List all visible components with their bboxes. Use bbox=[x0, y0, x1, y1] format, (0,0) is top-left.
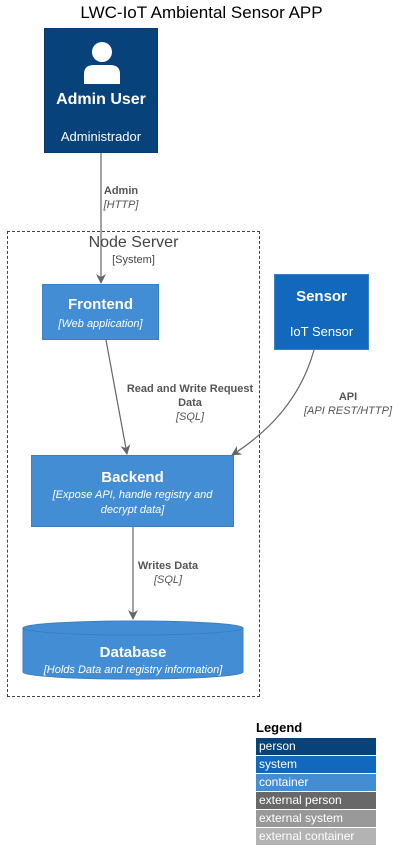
diagram-title: LWC-IoT Ambiental Sensor APP bbox=[80, 3, 323, 22]
frontend-tech: [Web application] bbox=[58, 318, 143, 330]
person-description: Administrador bbox=[60, 129, 142, 144]
sensor-description: IoT Sensor bbox=[289, 324, 354, 339]
boundary-type: [System] bbox=[112, 254, 155, 266]
backend-tech-line2: decrypt data] bbox=[100, 504, 165, 516]
edge-label-frontend-backend: Read and Write Request Data [SQL] bbox=[126, 383, 254, 423]
sensor-name: Sensor bbox=[296, 288, 347, 305]
edge-label-admin: Admin [HTTP] bbox=[103, 185, 139, 211]
admin-user-person[interactable]: Admin User Administrador bbox=[44, 28, 158, 153]
edge-sensor-backend bbox=[231, 349, 315, 456]
database-tech: [Holds Data and registry information] bbox=[43, 664, 223, 676]
person-name: Admin User bbox=[56, 91, 146, 108]
legend-item-external-container: external container bbox=[256, 828, 376, 845]
legend-item-container: container bbox=[256, 774, 376, 791]
node-server-boundary bbox=[7, 231, 260, 697]
legend-item-system: system bbox=[256, 756, 376, 773]
backend-tech-line1: [Expose API, handle registry and bbox=[52, 489, 213, 501]
backend-container[interactable]: Backend [Expose API, handle registry and… bbox=[31, 455, 234, 527]
database-cylinder bbox=[22, 620, 244, 680]
sensor-system[interactable]: Sensor IoT Sensor bbox=[274, 274, 369, 350]
frontend-container[interactable]: Frontend [Web application] bbox=[42, 284, 159, 340]
edge-label-sensor-backend: API [API REST/HTTP] bbox=[303, 391, 392, 417]
boundary-title: Node Server bbox=[88, 234, 179, 251]
legend-item-external-system: external system bbox=[256, 810, 376, 827]
database-name: Database bbox=[99, 644, 167, 661]
user-icon bbox=[84, 42, 120, 84]
frontend-name: Frontend bbox=[68, 296, 133, 313]
legend-item-external-person: external person bbox=[256, 792, 376, 809]
edge-label-backend-database: Writes Data [SQL] bbox=[137, 560, 199, 586]
backend-name: Backend bbox=[101, 469, 164, 486]
legend-item-person: person bbox=[256, 738, 376, 755]
edge-frontend-backend bbox=[105, 339, 131, 455]
legend-title: Legend bbox=[256, 720, 303, 735]
